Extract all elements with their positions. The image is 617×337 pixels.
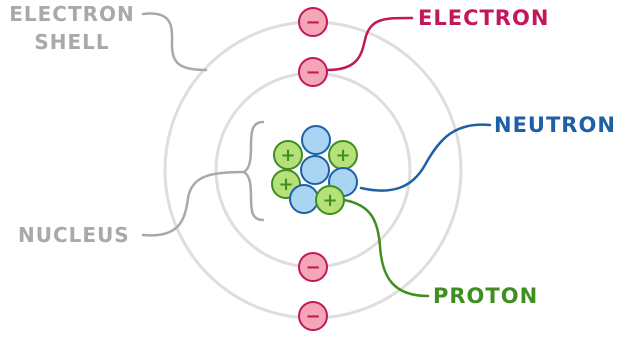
electron-leader-line [326, 16, 414, 72]
neutron-label: NEUTRON [494, 113, 616, 137]
neutron-particle [301, 125, 331, 155]
electron-shell-label-line2: SHELL [34, 30, 110, 54]
electron-minus-sign: − [305, 306, 320, 327]
nucleus-label: NUCLEUS [18, 223, 130, 247]
proton-particle: + [273, 140, 303, 170]
proton-plus-sign: + [280, 145, 295, 166]
electron-particle: − [298, 57, 328, 87]
proton-particle: + [315, 185, 345, 215]
proton-label: PROTON [433, 284, 539, 308]
electron-shell-label: ELECTRON SHELL [6, 4, 138, 52]
electron-shell-leader-line [141, 12, 208, 72]
electron-particle: − [298, 252, 328, 282]
electron-minus-sign: − [305, 257, 320, 278]
proton-plus-sign: + [278, 174, 293, 195]
nucleus-leader-line [141, 170, 246, 237]
nucleus-bracket [241, 120, 265, 222]
electron-particle: − [298, 301, 328, 331]
proton-plus-sign: + [335, 145, 350, 166]
electron-label: ELECTRON [418, 6, 550, 30]
proton-plus-sign: + [322, 190, 337, 211]
proton-leader-line [342, 198, 430, 298]
electron-particle: − [298, 7, 328, 37]
neutron-particle [300, 155, 330, 185]
electron-minus-sign: − [305, 12, 320, 33]
proton-particle: + [328, 140, 358, 170]
neutron-particle [289, 184, 319, 214]
neutron-leader-line [359, 123, 492, 192]
electron-shell-label-line1: ELECTRON [9, 2, 135, 26]
electron-minus-sign: − [305, 62, 320, 83]
